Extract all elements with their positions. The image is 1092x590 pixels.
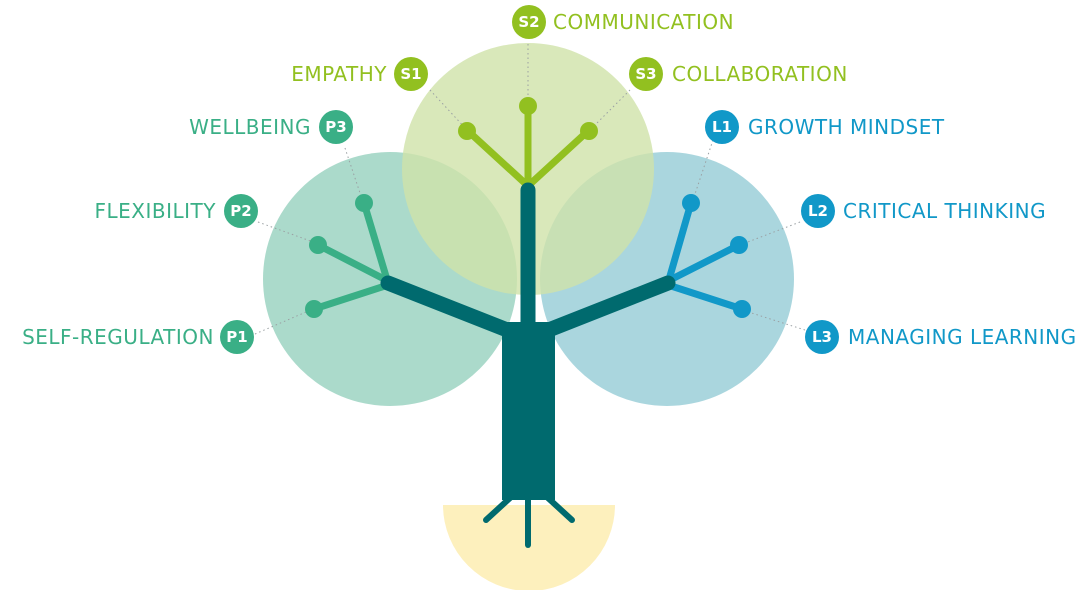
badge-s1: [394, 57, 428, 91]
competency-l1: L1 GROWTH MINDSET: [705, 110, 945, 144]
label-empathy: EMPATHY: [291, 62, 387, 86]
competency-s2: S2 COMMUNICATION: [512, 5, 734, 39]
competency-p2: FLEXIBILITY P2: [95, 194, 258, 228]
badge-l2: [801, 194, 835, 228]
label-wellbeing: WELLBEING: [189, 115, 311, 139]
label-managing-learning: MANAGING LEARNING: [848, 325, 1077, 349]
label-communication: COMMUNICATION: [553, 10, 734, 34]
badge-p1-text: P1: [226, 328, 247, 346]
badge-s3-text: S3: [635, 65, 656, 83]
badge-l1-text: L1: [712, 118, 732, 136]
badge-l2-text: L2: [808, 202, 828, 220]
badge-s3: [629, 57, 663, 91]
badge-l3-text: L3: [812, 328, 832, 346]
tree-roots: [483, 495, 575, 548]
personal-branches: [310, 199, 392, 313]
learning-branches: [664, 199, 746, 313]
personal-twig-ends: [305, 194, 373, 318]
badge-s2: [512, 5, 546, 39]
learning-twig-ends: [682, 194, 751, 318]
badge-p2-text: P2: [230, 202, 251, 220]
badge-p2: [224, 194, 258, 228]
competency-l3: L3 MANAGING LEARNING: [805, 320, 1077, 354]
badge-s1-text: S1: [400, 65, 421, 83]
label-flexibility: FLEXIBILITY: [95, 199, 217, 223]
label-self-regulation: SELF-REGULATION: [22, 325, 214, 349]
badge-p3-text: P3: [325, 118, 346, 136]
competency-s3: S3 COLLABORATION: [629, 57, 848, 91]
badge-l3: [805, 320, 839, 354]
badge-p1: [220, 320, 254, 354]
social-twig-ends: [458, 97, 598, 140]
badge-l1: [705, 110, 739, 144]
badge-s2-text: S2: [518, 13, 539, 31]
tree-trunk: [380, 182, 676, 500]
competency-s1: EMPATHY S1: [291, 57, 428, 91]
competency-l2: L2 CRITICAL THINKING: [801, 194, 1046, 228]
labels: SELF-REGULATION P1 FLEXIBILITY P2 WELLBE…: [22, 5, 1077, 354]
competency-p1: SELF-REGULATION P1: [22, 320, 254, 354]
social-branches: [464, 102, 592, 194]
competency-p3: WELLBEING P3: [189, 110, 353, 144]
label-collaboration: COLLABORATION: [672, 62, 848, 86]
leader-lines: [254, 44, 806, 335]
badge-p3: [319, 110, 353, 144]
label-growth-mindset: GROWTH MINDSET: [748, 115, 945, 139]
label-critical-thinking: CRITICAL THINKING: [843, 199, 1046, 223]
